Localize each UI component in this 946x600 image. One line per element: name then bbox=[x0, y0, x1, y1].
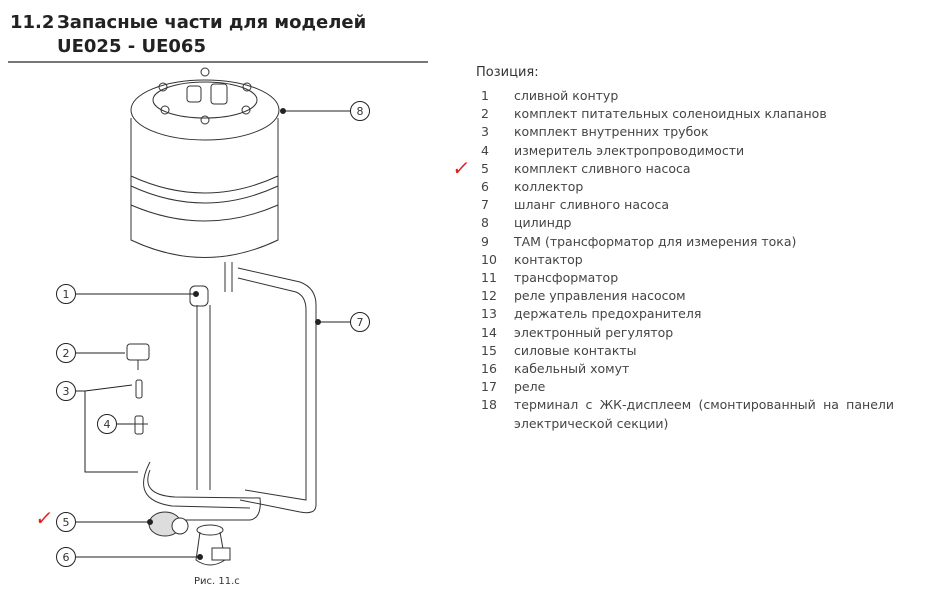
legend-item-number: 7 bbox=[481, 197, 489, 213]
legend-item: 7 шланг сливного насоса bbox=[481, 196, 894, 214]
legend-item-number: 2 bbox=[481, 106, 489, 122]
drain-circuit-1 bbox=[143, 285, 261, 521]
legend-item-text: терминал с ЖК-дисплеем (смонтированный н… bbox=[514, 397, 894, 431]
legend-item-text: коллектор bbox=[514, 179, 584, 195]
legend-item-number: 18 bbox=[481, 397, 497, 413]
legend-item-number: 12 bbox=[481, 288, 497, 304]
legend-item-text: шланг сливного насоса bbox=[514, 197, 670, 213]
legend-item-text: комплект питательных соленоидных клапано… bbox=[514, 106, 827, 122]
legend-item: 9 ТАМ (трансформатор для измерения тока) bbox=[481, 233, 894, 251]
legend-item-text: цилиндр bbox=[514, 215, 572, 231]
tube-3 bbox=[135, 379, 143, 399]
drain-pump-hose-7 bbox=[237, 267, 317, 514]
legend-item-number: 14 bbox=[481, 324, 497, 340]
legend-item: 17 реле bbox=[481, 378, 894, 396]
legend-item: 2 комплект питательных соленоидных клапан… bbox=[481, 105, 894, 123]
legend-item-text: силовые контакты bbox=[514, 342, 637, 358]
legend-item: 10 контактор bbox=[481, 251, 894, 269]
legend-item-number: 11 bbox=[481, 270, 497, 286]
legend-item: 18 терминал с ЖК-дисплеем (смонтированный… bbox=[481, 396, 894, 432]
legend-item-text: реле управления насосом bbox=[514, 288, 686, 304]
conductivity-meter-4 bbox=[130, 415, 148, 435]
legend-item-number: 10 bbox=[481, 251, 497, 267]
legend-item: 6 коллектор bbox=[481, 178, 894, 196]
legend-item-text: электронный регулятор bbox=[514, 324, 674, 340]
legend-item-text: кабельный хомут bbox=[514, 361, 630, 377]
callout-5: 5 bbox=[63, 516, 70, 529]
section-title-line1: Запасные части для моделей bbox=[57, 12, 367, 33]
legend-item: 12 реле управления насосом bbox=[481, 287, 894, 305]
legend-item-text: комплект сливного насоса bbox=[514, 160, 691, 176]
section-title-line2: UE025 - UE065 bbox=[57, 36, 206, 57]
legend-item-text: трансформатор bbox=[514, 270, 619, 286]
callout-4: 4 bbox=[104, 418, 111, 431]
legend-item-number: 13 bbox=[481, 306, 497, 322]
legend-item-number: 3 bbox=[481, 124, 489, 140]
legend-item-number: 4 bbox=[481, 142, 489, 158]
legend-item-number: 5 bbox=[481, 160, 489, 176]
legend-item-number: 17 bbox=[481, 379, 497, 395]
legend-item: 13 держатель предохранителя bbox=[481, 305, 894, 323]
cylinder-8 bbox=[130, 67, 280, 292]
callout-3: 3 bbox=[63, 385, 70, 398]
legend-item: 5 комплект сливного насоса bbox=[481, 160, 894, 178]
figure-caption: Рис. 11.c bbox=[194, 576, 240, 587]
callout-6: 6 bbox=[63, 551, 70, 564]
callout-7: 7 bbox=[357, 316, 364, 329]
legend-item-text: реле bbox=[514, 379, 546, 395]
legend-item: 8 цилиндр bbox=[481, 214, 894, 232]
callout-2: 2 bbox=[63, 347, 70, 360]
legend-item-number: 9 bbox=[481, 233, 489, 249]
legend-item-text: измеритель электропроводимости bbox=[514, 142, 745, 158]
title-divider bbox=[8, 61, 428, 63]
legend-item: 1 сливной контур bbox=[481, 87, 894, 105]
legend-item-text: ТАМ (трансформатор для измерения тока) bbox=[514, 233, 797, 249]
callout-8: 8 bbox=[357, 105, 364, 118]
legend-item: 4 измеритель электропроводимости bbox=[481, 142, 894, 160]
callout-1: 1 bbox=[63, 288, 70, 301]
collector-6 bbox=[195, 524, 231, 566]
legend-item-number: 15 bbox=[481, 342, 497, 358]
legend-item: 14 электронный регулятор bbox=[481, 324, 894, 342]
legend-item: 3 комплект внутренних трубок bbox=[481, 123, 894, 141]
drain-pump-5 bbox=[148, 511, 189, 537]
legend-item-text: контактор bbox=[514, 251, 583, 267]
legend-item-number: 8 bbox=[481, 215, 489, 231]
legend-item: 16 кабельный хомут bbox=[481, 360, 894, 378]
legend-item-number: 6 bbox=[481, 179, 489, 195]
legend-heading: Позиция: bbox=[476, 65, 539, 80]
section-number: 11.2 bbox=[10, 12, 55, 33]
solenoid-valve-2 bbox=[126, 343, 150, 370]
legend-item-text: сливной контур bbox=[514, 88, 619, 103]
legend-item-text: комплект внутренних трубок bbox=[514, 124, 709, 140]
legend-item: 11 трансформатор bbox=[481, 269, 894, 287]
legend-item-text: держатель предохранителя bbox=[514, 306, 702, 322]
legend-item: 15 силовые контакты bbox=[481, 342, 894, 360]
legend-list: 1 сливной контур 2 комплект питательных сол… bbox=[481, 87, 894, 433]
legend-item-number: 1 bbox=[481, 88, 489, 103]
legend-item-number: 16 bbox=[481, 361, 497, 377]
